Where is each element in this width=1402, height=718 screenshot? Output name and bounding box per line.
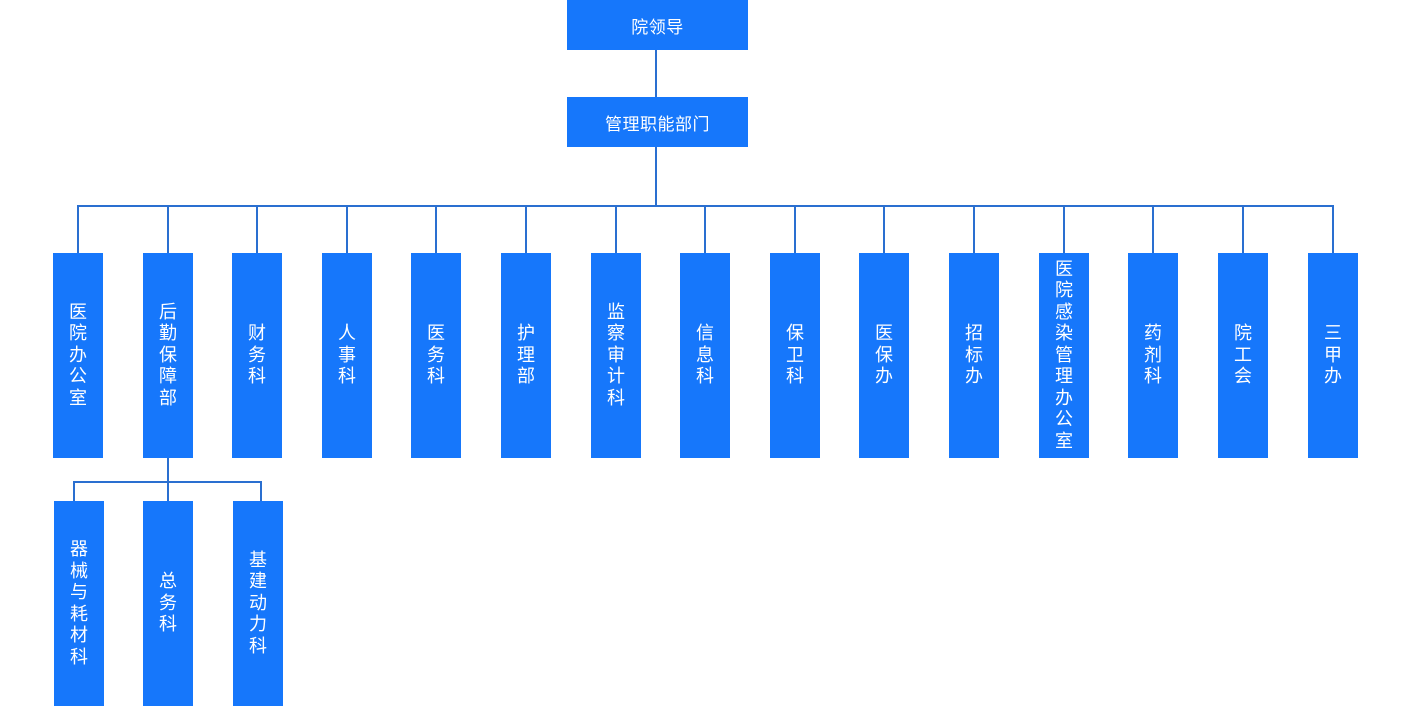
node-general-affairs[interactable]: 总务科 xyxy=(143,501,193,706)
connector-drop xyxy=(167,481,169,501)
node-construction-power[interactable]: 基建动力科 xyxy=(233,501,283,706)
connector-drop xyxy=(167,205,169,253)
node-security[interactable]: 保卫科 xyxy=(770,253,820,458)
node-hospital-office[interactable]: 医院办公室 xyxy=(53,253,103,458)
node-label: 财务科 xyxy=(248,323,266,388)
node-grade-a-office[interactable]: 三甲办 xyxy=(1308,253,1358,458)
node-label: 护理部 xyxy=(517,323,535,388)
connector-drop xyxy=(883,205,885,253)
node-medical-insurance[interactable]: 医保办 xyxy=(859,253,909,458)
connector-drop xyxy=(256,205,258,253)
connector-drop xyxy=(435,205,437,253)
node-label: 总务科 xyxy=(159,571,177,636)
connector-logistics-down xyxy=(167,457,169,482)
node-logistics-support[interactable]: 后勤保障部 xyxy=(143,253,193,458)
node-equipment-consumables[interactable]: 器械与耗材科 xyxy=(54,501,104,706)
node-label: 医院感染管理办公室 xyxy=(1055,258,1073,452)
node-label: 药剂科 xyxy=(1144,323,1162,388)
node-infection-control[interactable]: 医院感染管理办公室 xyxy=(1039,253,1089,458)
connector-drop xyxy=(794,205,796,253)
node-finance[interactable]: 财务科 xyxy=(232,253,282,458)
node-label: 基建动力科 xyxy=(249,549,267,657)
connector-drop xyxy=(1242,205,1244,253)
connector-drop xyxy=(1063,205,1065,253)
connector-root-to-management xyxy=(655,50,657,97)
node-nursing[interactable]: 护理部 xyxy=(501,253,551,458)
node-label: 器械与耗材科 xyxy=(70,539,88,668)
node-labor-union[interactable]: 院工会 xyxy=(1218,253,1268,458)
connector-drop xyxy=(973,205,975,253)
connector-drop xyxy=(615,205,617,253)
node-personnel[interactable]: 人事科 xyxy=(322,253,372,458)
connector-drop xyxy=(1332,205,1334,253)
node-label: 后勤保障部 xyxy=(159,301,177,409)
node-information[interactable]: 信息科 xyxy=(680,253,730,458)
connector-drop xyxy=(525,205,527,253)
node-label: 人事科 xyxy=(338,323,356,388)
node-label: 医务科 xyxy=(427,323,445,388)
node-supervision-audit[interactable]: 监察审计科 xyxy=(591,253,641,458)
node-label: 院工会 xyxy=(1234,323,1252,388)
node-label: 医保办 xyxy=(875,323,893,388)
node-label: 管理职能部门 xyxy=(605,114,710,135)
node-label: 信息科 xyxy=(696,323,714,388)
connector-drop xyxy=(1152,205,1154,253)
node-hospital-leadership[interactable]: 院领导 xyxy=(567,0,748,50)
node-pharmacy[interactable]: 药剂科 xyxy=(1128,253,1178,458)
connector-drop xyxy=(73,481,75,501)
node-medical-affairs[interactable]: 医务科 xyxy=(411,253,461,458)
node-label: 保卫科 xyxy=(786,323,804,388)
node-label: 三甲办 xyxy=(1324,323,1342,388)
connector-drop xyxy=(704,205,706,253)
node-bidding[interactable]: 招标办 xyxy=(949,253,999,458)
connector-management-to-bus xyxy=(655,147,657,206)
node-label: 院领导 xyxy=(631,17,684,38)
node-label: 招标办 xyxy=(965,323,983,388)
node-label: 医院办公室 xyxy=(69,301,87,409)
connector-drop xyxy=(260,481,262,501)
connector-drop xyxy=(77,205,79,253)
node-label: 监察审计科 xyxy=(607,301,625,409)
connector-drop xyxy=(346,205,348,253)
node-management-departments[interactable]: 管理职能部门 xyxy=(567,97,748,147)
